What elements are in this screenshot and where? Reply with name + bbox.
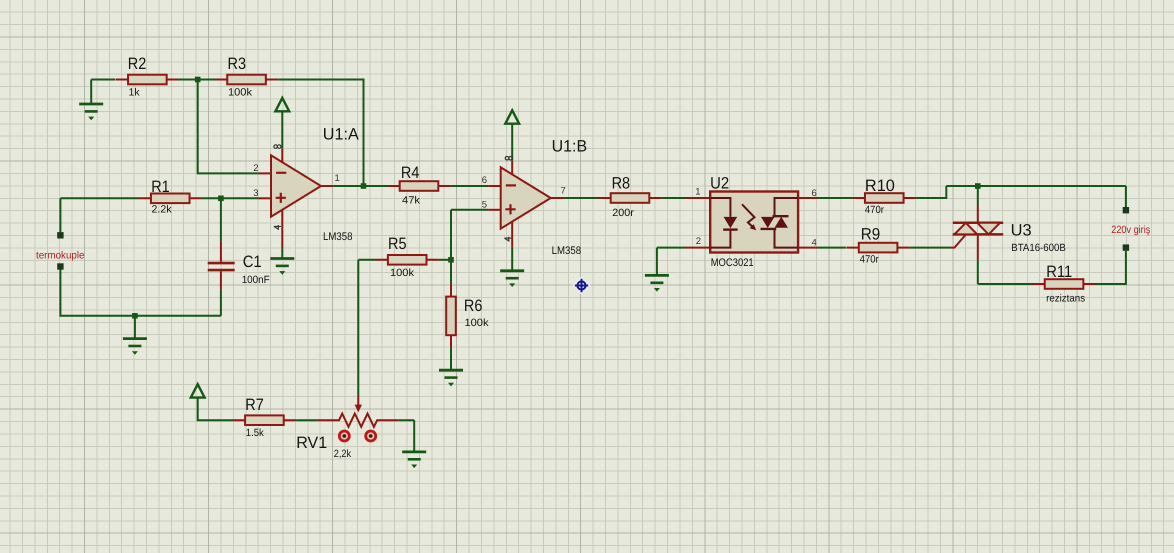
svg-text:7: 7: [561, 186, 566, 197]
svg-text:1.5k: 1.5k: [246, 427, 265, 439]
svg-text:U3: U3: [1011, 221, 1032, 239]
svg-text:RV1: RV1: [296, 434, 327, 452]
svg-text:R6: R6: [464, 297, 483, 315]
svg-text:LM358: LM358: [323, 231, 353, 243]
svg-text:R10: R10: [865, 177, 895, 195]
svg-text:3: 3: [253, 188, 258, 199]
svg-text:5: 5: [482, 199, 487, 210]
svg-text:R3: R3: [228, 55, 247, 73]
svg-text:BTA16-600B: BTA16-600B: [1011, 242, 1066, 254]
svg-text:U1:B: U1:B: [552, 138, 588, 156]
svg-text:2: 2: [253, 163, 258, 174]
svg-text:6: 6: [812, 188, 817, 199]
svg-text:470r: 470r: [860, 253, 879, 265]
svg-text:U2: U2: [710, 174, 729, 192]
svg-text:R9: R9: [861, 226, 881, 244]
svg-text:200r: 200r: [612, 207, 634, 219]
svg-text:1k: 1k: [129, 86, 141, 98]
svg-text:100nF: 100nF: [242, 274, 270, 286]
svg-text:470r: 470r: [865, 204, 884, 216]
svg-text:100k: 100k: [390, 267, 415, 279]
svg-text:R8: R8: [612, 174, 631, 192]
svg-text:R4: R4: [401, 164, 420, 182]
svg-text:R7: R7: [245, 396, 263, 414]
svg-text:R2: R2: [128, 55, 147, 73]
svg-text:U1:A: U1:A: [323, 126, 359, 144]
svg-text:2,2k: 2,2k: [334, 448, 352, 460]
svg-text:LM358: LM358: [552, 245, 582, 257]
svg-text:100k: 100k: [228, 86, 253, 98]
svg-text:100k: 100k: [465, 317, 490, 329]
svg-text:2: 2: [696, 236, 701, 247]
svg-text:termokuple: termokuple: [36, 250, 85, 262]
svg-text:6: 6: [482, 175, 487, 186]
svg-text:R5: R5: [388, 235, 407, 253]
svg-text:47k: 47k: [402, 195, 421, 207]
svg-text:2.2k: 2.2k: [152, 204, 173, 216]
svg-text:C1: C1: [243, 253, 262, 271]
svg-text:1: 1: [695, 187, 700, 198]
svg-text:R1: R1: [151, 178, 170, 196]
svg-text:MOC3021: MOC3021: [711, 257, 754, 269]
svg-text:R11: R11: [1046, 263, 1072, 281]
svg-text:1: 1: [335, 173, 340, 184]
svg-text:reziztans: reziztans: [1046, 293, 1085, 305]
svg-text:4: 4: [812, 238, 817, 249]
svg-text:220v giriş: 220v giriş: [1111, 224, 1150, 236]
